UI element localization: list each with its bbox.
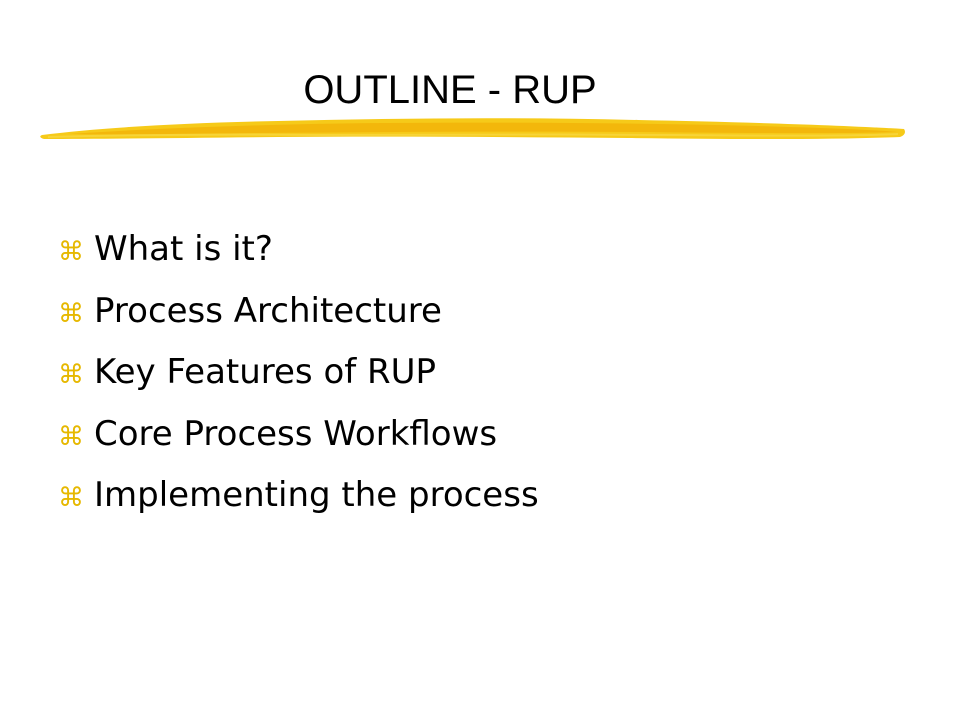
command-key-icon: ⌘ — [58, 421, 84, 452]
command-key-icon: ⌘ — [58, 298, 84, 329]
outline-item: ⌘ Process Architecture — [58, 281, 539, 343]
outline-bullet-list: ⌘ What is it? ⌘ Process Architecture ⌘ K… — [58, 219, 539, 527]
outline-item: ⌘ Key Features of RUP — [58, 342, 539, 404]
outline-item-label: Core Process Workflows — [94, 413, 498, 454]
outline-item-label: Process Architecture — [94, 290, 442, 331]
command-key-icon: ⌘ — [58, 483, 84, 513]
outline-item-label: What is it? — [94, 229, 273, 269]
outline-item-label: Implementing the process — [94, 475, 539, 515]
title-underline-brush-stroke — [40, 118, 905, 139]
outline-item: ⌘ Core Process Workflows — [58, 404, 539, 466]
slide-title: OUTLINE - RUP — [303, 68, 597, 112]
command-key-icon: ⌘ — [58, 237, 84, 267]
outline-item: ⌘ What is it? — [58, 219, 539, 281]
outline-item: ⌘ Implementing the process — [58, 465, 539, 527]
command-key-icon: ⌘ — [58, 360, 84, 390]
outline-item-label: Key Features of RUP — [94, 352, 437, 392]
